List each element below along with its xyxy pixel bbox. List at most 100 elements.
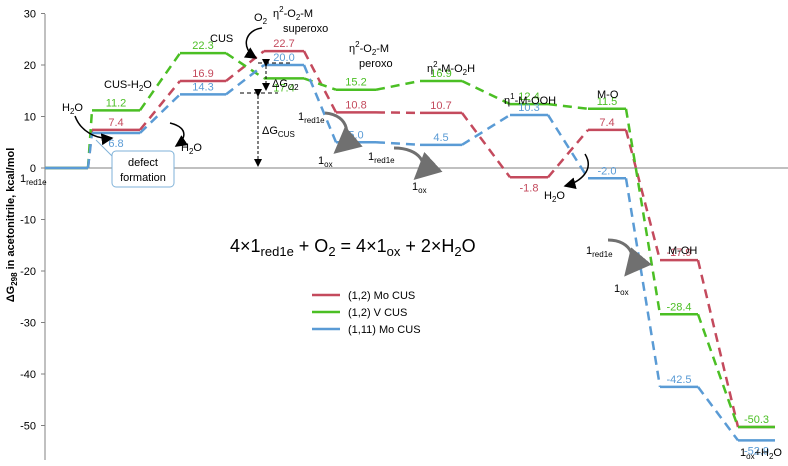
label-eta2-o2h: η2-M-O2H bbox=[427, 60, 475, 77]
legend-label: (1,11) Mo CUS bbox=[348, 324, 421, 336]
label-peroxo-line2: peroxo bbox=[359, 58, 393, 70]
curved-arrow-c-icon bbox=[607, 238, 652, 277]
transition-line bbox=[461, 113, 511, 146]
transition-line bbox=[624, 108, 662, 315]
transition-line bbox=[375, 141, 421, 147]
data-label: -42.5 bbox=[666, 374, 691, 386]
data-label: 17.4 bbox=[273, 82, 294, 94]
data-label: -52.9 bbox=[744, 445, 769, 457]
series-2: 11.2 22.3 17.4 15.2 16.9 12.4 11.5 -28.4 -50.3 bbox=[45, 40, 775, 429]
transition-line bbox=[86, 110, 94, 169]
transition-line bbox=[138, 52, 182, 112]
label-defect-line2: formation bbox=[120, 172, 166, 184]
transition-line bbox=[139, 80, 181, 131]
data-label: 6.8 bbox=[108, 138, 123, 150]
curved-arrow-b-icon bbox=[393, 146, 443, 181]
transition-line bbox=[225, 64, 265, 96]
transition-line bbox=[547, 129, 589, 179]
y-tick-label: -50 bbox=[20, 421, 36, 433]
transition-line bbox=[624, 178, 662, 388]
svg-text:ΔG298 in acetonitrile, kcal/mo: ΔG298 in acetonitrile, kcal/mol bbox=[5, 148, 19, 303]
label-o2: O2 bbox=[254, 12, 268, 26]
data-label: 20.0 bbox=[273, 52, 294, 64]
data-label: 14.3 bbox=[192, 81, 213, 93]
data-label: 7.4 bbox=[108, 117, 123, 129]
label-cus-h2o: CUS-H2O bbox=[104, 79, 152, 93]
label-mo: M-O bbox=[597, 89, 619, 101]
series-1: 7.4 16.9 22.7 10.8 10.7 -1.8 7.4 -17.9 bbox=[45, 38, 775, 429]
o2-arrow-icon bbox=[243, 27, 263, 59]
reaction-equation: 4×1red1e + O2 = 4×1ox + 2×H2O bbox=[230, 236, 476, 259]
y-tick-label: -20 bbox=[20, 266, 36, 278]
transition-line bbox=[139, 93, 181, 134]
defect-formation-box bbox=[111, 150, 175, 188]
data-label: 15.2 bbox=[345, 77, 366, 89]
transition-line bbox=[696, 259, 740, 428]
transition-line bbox=[696, 386, 740, 442]
transition-line bbox=[461, 79, 511, 106]
transition-line bbox=[375, 111, 421, 115]
transition-line bbox=[86, 132, 94, 169]
y-tick-label: 20 bbox=[24, 60, 36, 72]
label-1red1e-b: 1red1e bbox=[368, 151, 395, 165]
data-label: 4.5 bbox=[433, 132, 448, 144]
data-label: 10.3 bbox=[518, 102, 539, 114]
label-dg-cus: ΔGCUS bbox=[262, 125, 295, 139]
label-1red1e-a: 1red1e bbox=[298, 111, 325, 125]
label-superoxo-line2: superoxo bbox=[283, 23, 328, 35]
transition-line bbox=[375, 79, 421, 91]
data-label: 16.9 bbox=[430, 68, 451, 80]
y-tick-label: -30 bbox=[20, 318, 36, 330]
legend-label: (1,2) Mo CUS bbox=[348, 290, 415, 302]
data-label: 11.2 bbox=[106, 97, 127, 109]
label-1ox-c: 1ox bbox=[614, 283, 629, 297]
h2o-mo-arrow-icon bbox=[563, 153, 589, 190]
label-1red1e-start: 1red1e bbox=[20, 173, 47, 187]
transition-line bbox=[547, 102, 589, 111]
data-label: 16.9 bbox=[192, 68, 213, 80]
label-superoxo-line1: η2-O2-M bbox=[273, 5, 313, 22]
label-moh: M-OH bbox=[668, 245, 697, 257]
y-tick-label: 0 bbox=[30, 163, 36, 175]
label-dg-o2: ΔGO2 bbox=[272, 78, 299, 92]
y-axis-label: ΔG298 in acetonitrile, kcal/mol bbox=[5, 148, 19, 303]
y-tick-label: -40 bbox=[20, 369, 36, 381]
data-label: -17.9 bbox=[666, 247, 691, 259]
label-1ox-a: 1ox bbox=[318, 155, 333, 169]
data-label: 12.4 bbox=[518, 91, 539, 103]
transition-line bbox=[225, 52, 265, 80]
h2o-out-arrow-icon bbox=[169, 122, 189, 147]
data-label: 22.7 bbox=[273, 38, 294, 50]
label-cus: CUS bbox=[210, 33, 233, 45]
label-h2o-out: H2O bbox=[181, 142, 202, 156]
transition-line bbox=[460, 112, 512, 179]
data-label: 22.3 bbox=[192, 40, 213, 52]
transition-line bbox=[225, 50, 265, 82]
data-label: 7.4 bbox=[599, 117, 614, 129]
data-label: -28.4 bbox=[666, 301, 691, 313]
transition-line bbox=[696, 313, 740, 428]
data-label: 11.5 bbox=[597, 96, 618, 108]
annotations: CUS CUS-H2O η2-O2-M superoxo O2 η2-O2-M … bbox=[20, 5, 782, 461]
data-label: 10.7 bbox=[430, 100, 451, 112]
h2o-in-arrow-icon bbox=[74, 115, 114, 146]
y-tick-label: 10 bbox=[24, 112, 36, 124]
transition-line bbox=[302, 50, 338, 113]
label-peroxo-line1: η2-O2-M bbox=[349, 40, 389, 57]
label-eta1-ooh: η1-M-OOH bbox=[504, 92, 556, 107]
data-label: -50.3 bbox=[744, 414, 769, 426]
data-label: -2.0 bbox=[598, 165, 617, 177]
data-label: 10.8 bbox=[345, 99, 366, 111]
data-label: -1.8 bbox=[520, 182, 539, 194]
y-tick-label: 30 bbox=[24, 9, 36, 21]
label-h2o-in: H2O bbox=[62, 102, 83, 116]
data-label: 5.0 bbox=[348, 129, 363, 141]
label-1ox-b: 1ox bbox=[412, 181, 427, 195]
transition-line bbox=[302, 64, 338, 143]
label-1red1e-c: 1red1e bbox=[586, 245, 613, 259]
legend: (1,2) Mo CUS (1,2) V CUS (1,11) Mo CUS bbox=[312, 290, 421, 336]
legend-label: (1,2) V CUS bbox=[348, 307, 407, 319]
y-tick-label: -10 bbox=[20, 215, 36, 227]
label-h2o-mo: H2O bbox=[544, 190, 565, 204]
